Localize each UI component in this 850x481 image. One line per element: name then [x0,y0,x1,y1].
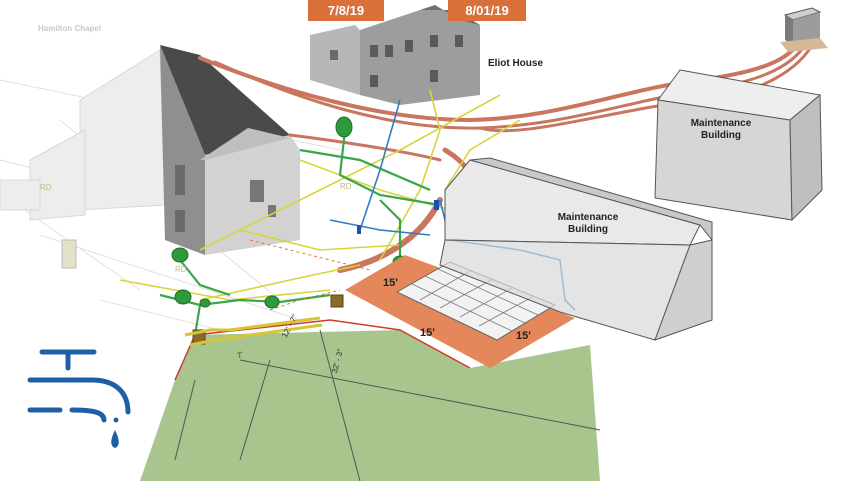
lawn-grid-line [319,329,361,481]
trench-outline [184,316,323,347]
blue-markers [357,200,439,234]
date-badge-left: 7/8/19 [308,0,384,21]
eliot-house-label: Eliot House [488,58,544,69]
utility-cube [780,7,828,52]
rd-label: RD [340,182,352,191]
hamilton-chapel-ghost [0,49,166,221]
water-faucet-icon [27,349,131,423]
lawn-grid-line [239,359,271,461]
water-drop-icon [111,430,119,448]
pad-dimension-top: 15' [383,277,398,289]
hamilton-chapel-building [160,45,300,255]
rd-label: RD [175,265,187,274]
maintenance-building-far-label: Maintenance Building [690,118,752,141]
hamilton-chapel-label: Hamilton Chapel [38,24,102,33]
valve-markers [61,239,344,345]
pad-dimension-right: 15' [516,330,531,342]
dimension-lines [249,239,371,311]
maintenance-building-near-label: Maintenance Building [557,212,619,235]
manhole-markers [171,116,408,309]
lawn-grid-line [239,359,601,431]
lawn-edge-line [174,319,471,381]
date-badge-right: 8/01/19 [448,0,526,21]
rd-label: RD [40,183,52,192]
maintenance-building-far [654,69,823,222]
lawn-grid-line [174,379,196,461]
maintenance-building-near [439,157,713,341]
pad-dimension-left: 15' [420,327,435,339]
lawn-area [140,330,600,481]
